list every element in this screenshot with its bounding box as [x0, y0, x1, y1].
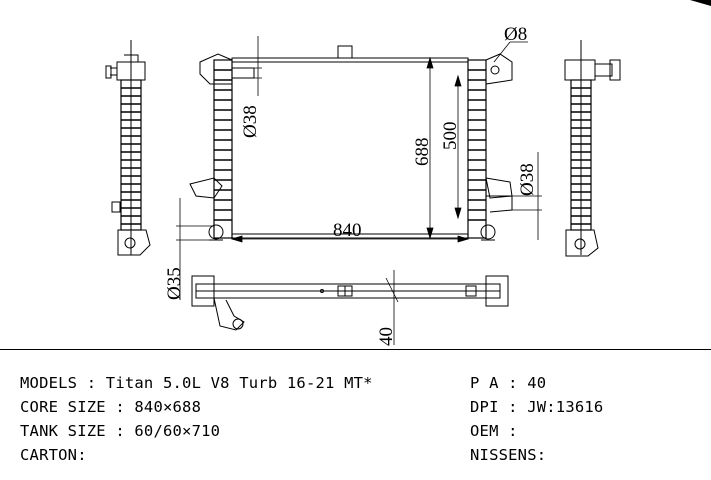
corner-mark [690, 0, 711, 6]
divider-line [0, 349, 711, 350]
spec-dpi: DPI : JW:13616 [470, 398, 604, 416]
spec-oem: OEM : [470, 422, 518, 440]
spec-left-column: MODELS : Titan 5.0L V8 Turb 16-21 MT* CO… [20, 371, 373, 467]
dim-pipe-left: Ø38 [240, 105, 261, 138]
spec-nissens: NISSENS: [470, 446, 547, 464]
dim-width: 840 [333, 220, 362, 241]
dim-pipe-right: Ø38 [517, 163, 538, 196]
dim-fitting: Ø8 [504, 24, 527, 45]
spec-models: MODELS : Titan 5.0L V8 Turb 16-21 MT* [20, 374, 373, 392]
spec-pa: P A : 40 [470, 374, 547, 392]
right-side-view [564, 40, 621, 257]
spec-tank-size: TANK SIZE : 60/60×710 [20, 422, 221, 440]
spec-core-size: CORE SIZE : 840×688 [20, 398, 202, 416]
spec-carton: CARTON: [20, 446, 87, 464]
dim-core-height: 500 [440, 122, 461, 151]
bottom-view [191, 275, 509, 331]
spec-right-column: P A : 40 DPI : JW:13616 OEM : NISSENS: [470, 371, 603, 467]
left-side-view [105, 40, 151, 256]
front-view [189, 45, 513, 241]
dimension-lines [176, 36, 542, 345]
dim-thickness: 40 [376, 327, 397, 346]
dim-side-pipe: Ø35 [164, 267, 185, 300]
dim-height: 688 [412, 138, 433, 167]
radiator-drawing: 840 688 500 Ø38 Ø38 Ø8 Ø35 40 [105, 0, 711, 346]
